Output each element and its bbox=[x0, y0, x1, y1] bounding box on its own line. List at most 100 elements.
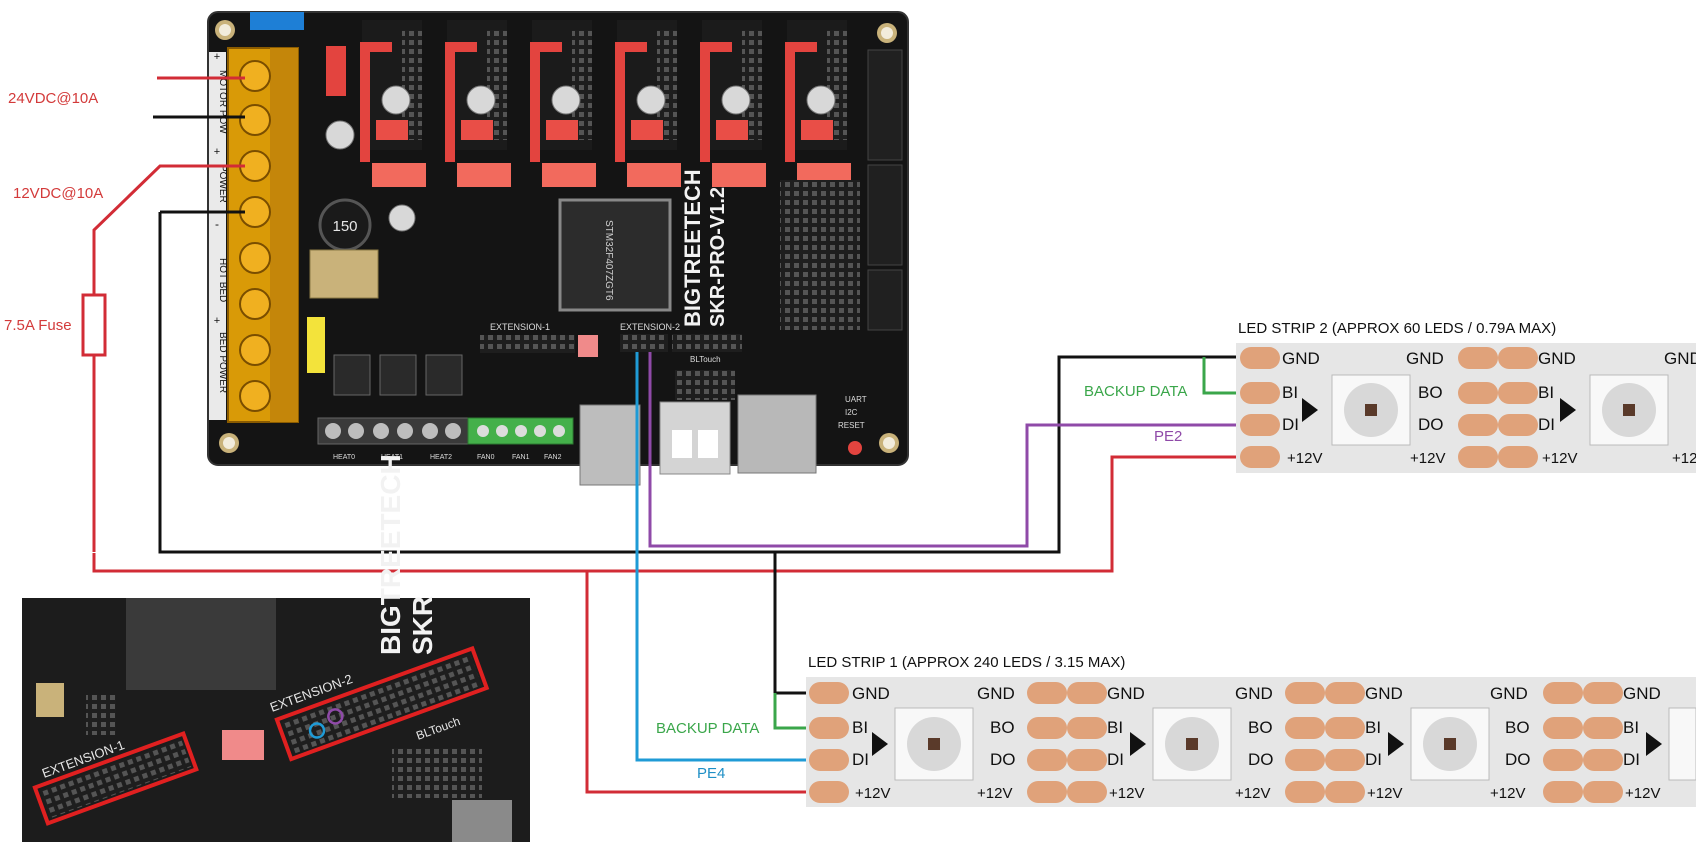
inductor-label: 150 bbox=[332, 218, 357, 235]
strip2-bi-label: BI bbox=[1538, 383, 1554, 402]
board-brand: BIGTREETECH bbox=[680, 169, 705, 327]
right-connector-mid bbox=[867, 164, 903, 266]
strip1-gnd-label: GND bbox=[1235, 684, 1273, 703]
inset-pe4-marker bbox=[308, 722, 326, 739]
strip2-bo-label: BO bbox=[1418, 383, 1443, 402]
terminal-label-strip bbox=[209, 52, 226, 420]
crystal-oscillator bbox=[309, 249, 379, 299]
inset-model: SKR bbox=[407, 596, 438, 655]
wire-pe2 bbox=[648, 352, 1240, 548]
inset-wifi-header bbox=[392, 748, 482, 798]
label-12v: 12VDC@10A bbox=[13, 185, 103, 202]
plus-sign-3: + bbox=[214, 315, 220, 327]
strip1-12v-label: +12V bbox=[1235, 785, 1270, 802]
strip1-gnd-label: GND bbox=[1365, 684, 1403, 703]
fan0-label: FAN0 bbox=[477, 454, 495, 461]
inset-extension-2 bbox=[274, 645, 490, 762]
wire-gnd-to-strip1 bbox=[773, 552, 808, 695]
small-fuse bbox=[307, 317, 325, 373]
wire-12v-positive bbox=[92, 164, 245, 552]
data-direction-arrow bbox=[1130, 732, 1146, 756]
led-strip-2-chip bbox=[1331, 374, 1411, 446]
capacitor bbox=[388, 204, 416, 232]
plus-sign-1: + bbox=[214, 51, 220, 63]
ext1-label: EXTENSION-1 bbox=[490, 322, 550, 332]
strip1-bi-label: BI bbox=[1623, 718, 1639, 737]
wire-pe4 bbox=[635, 352, 808, 762]
strip1-bo-label: BO bbox=[990, 718, 1015, 737]
minus-sign-1: - bbox=[215, 217, 219, 231]
data-direction-arrow bbox=[1646, 732, 1662, 756]
blue-fuse bbox=[250, 12, 304, 30]
right-connector-top bbox=[867, 49, 903, 161]
strip1-di-label: DI bbox=[1623, 750, 1640, 769]
strip2-gnd-label: GND bbox=[1406, 349, 1444, 368]
terminal-label-motor: MOTOR POW bbox=[217, 70, 228, 134]
strip2-gnd-label: GND bbox=[1538, 349, 1576, 368]
sd-card-slot bbox=[737, 394, 817, 474]
data-direction-arrow bbox=[872, 732, 888, 756]
strip1-bo-label: BO bbox=[1505, 718, 1530, 737]
strip1-12v-label: +12V bbox=[1109, 785, 1144, 802]
inset-crystal bbox=[36, 683, 64, 717]
strip2-bi-label: BI bbox=[1282, 383, 1298, 402]
plus-sign-2: + bbox=[214, 146, 220, 158]
strip2-di-label: DI bbox=[1282, 415, 1299, 434]
usb-b-port bbox=[579, 404, 641, 486]
inset-mcu bbox=[126, 598, 276, 690]
mosfets bbox=[333, 354, 463, 396]
data-direction-arrow bbox=[1302, 398, 1318, 422]
led-strip-1-pads bbox=[809, 682, 1623, 803]
strip1-12v-label: +12V bbox=[1367, 785, 1402, 802]
strip1-gnd-label: GND bbox=[1107, 684, 1145, 703]
strip2-12v-label: +12V bbox=[1410, 450, 1445, 467]
strip2-gnd-label: GND bbox=[1282, 349, 1320, 368]
strip2-12v-label: +12V bbox=[1287, 450, 1322, 467]
led-strip-1-chip bbox=[894, 707, 974, 781]
bltouch-label: BLTouch bbox=[690, 355, 721, 364]
strip1-12v-label: +12V bbox=[1490, 785, 1525, 802]
heat0-label: HEAT0 bbox=[333, 454, 355, 461]
strip1-do-label: DO bbox=[1505, 750, 1531, 769]
inset-pe2-marker bbox=[327, 708, 344, 725]
capacitor bbox=[325, 120, 355, 150]
data-direction-arrow bbox=[1388, 732, 1404, 756]
strip1-di-label: DI bbox=[852, 750, 869, 769]
inset-pink-jumper bbox=[222, 730, 264, 760]
strip2-title: LED STRIP 2 (APPROX 60 LEDS / 0.79A MAX) bbox=[1238, 320, 1556, 337]
power-fuse bbox=[326, 46, 346, 96]
inset-header bbox=[86, 695, 116, 735]
strip1-12v-label: +12V bbox=[855, 785, 890, 802]
led-strip-2-pads bbox=[1240, 347, 1538, 468]
strip1-di-label: DI bbox=[1107, 750, 1124, 769]
strip1-title: LED STRIP 1 (APPROX 240 LEDS / 3.15 MAX) bbox=[808, 654, 1125, 671]
terminal-label-hotbed: HOT BED bbox=[217, 258, 228, 302]
strip1-bi-label: BI bbox=[1365, 718, 1381, 737]
wire-backup-data-strip2 bbox=[1202, 357, 1240, 395]
strip1-do-label: DO bbox=[1248, 750, 1274, 769]
wires bbox=[92, 76, 1240, 794]
label-pe2: PE2 bbox=[1154, 428, 1182, 445]
strip2-gnd-label: GND bbox=[1664, 349, 1696, 368]
strip1-do-label: DO bbox=[990, 750, 1016, 769]
led-strip-1-chip bbox=[1152, 707, 1232, 781]
led-strip-1: GND BI DI +12V GND BO DO +12V GND BI DI … bbox=[806, 677, 1696, 807]
heat2-label: HEAT2 bbox=[430, 454, 452, 461]
uart-label: UART bbox=[845, 395, 867, 404]
terminal-label-power: POWER bbox=[217, 165, 228, 203]
heat1-label: HEAT1 bbox=[381, 454, 403, 461]
wire-12v-to-strip1 bbox=[585, 571, 808, 794]
pink-jumper bbox=[578, 335, 598, 357]
mounting-holes bbox=[215, 20, 899, 453]
board-model: SKR-PRO-V1.2 bbox=[707, 187, 729, 327]
led-strip-2-chip bbox=[1589, 374, 1669, 446]
label-fuse: 7.5A Fuse bbox=[4, 317, 72, 334]
inset-extension-1 bbox=[32, 731, 199, 826]
inline-fuse bbox=[81, 293, 107, 357]
strip1-gnd-label: GND bbox=[852, 684, 890, 703]
wire-backup-data-strip1 bbox=[773, 693, 808, 730]
strip1-bi-label: BI bbox=[852, 718, 868, 737]
extension-1-header bbox=[480, 335, 575, 353]
label-backup-data-strip2: BACKUP DATA bbox=[1084, 383, 1187, 400]
